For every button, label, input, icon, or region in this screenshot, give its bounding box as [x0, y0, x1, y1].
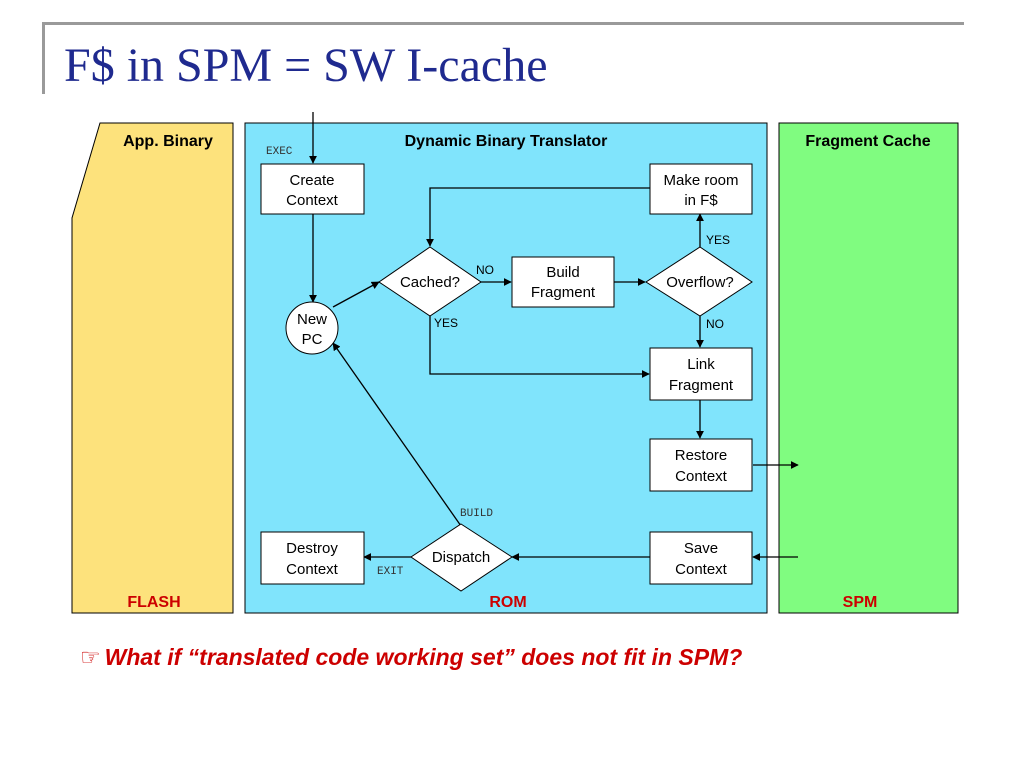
build-fragment-label-1: Build — [546, 264, 579, 281]
exec-label: EXEC — [266, 146, 293, 158]
build-fragment-label-2: Fragment — [531, 284, 596, 301]
fragment-cache-panel — [778, 122, 959, 614]
cached-yes-label: YES — [434, 316, 458, 330]
bullet-question: ☞What if “translated code working set” d… — [80, 644, 742, 671]
spm-label: SPM — [843, 594, 878, 611]
save-context-label-2: Context — [675, 561, 728, 578]
cached-label: Cached? — [400, 274, 460, 291]
destroy-context-node: Destroy Context — [260, 531, 365, 585]
create-context-label-1: Create — [289, 172, 334, 189]
overflow-yes-label: YES — [706, 233, 730, 247]
overflow-decision: Overflow? — [645, 246, 753, 317]
new-pc-label-2: PC — [302, 331, 323, 348]
rom-label: ROM — [489, 594, 526, 611]
make-room-label-1: Make room — [663, 172, 738, 189]
cached-decision: Cached? — [378, 246, 482, 317]
flash-label: FLASH — [127, 594, 180, 611]
link-fragment-node: Link Fragment — [649, 347, 753, 401]
make-room-node: Make room in F$ — [649, 163, 753, 215]
edge-newpc-cached — [332, 281, 380, 308]
new-pc-node: New PC — [285, 301, 339, 355]
restore-context-label-1: Restore — [675, 447, 728, 464]
overflow-label: Overflow? — [666, 274, 734, 291]
new-pc-label-1: New — [297, 311, 327, 328]
title-decor-horizontal-line — [42, 22, 964, 25]
destroy-context-label-2: Context — [286, 561, 339, 578]
bullet-text: What if “translated code working set” do… — [104, 644, 743, 670]
save-context-label-1: Save — [684, 540, 718, 557]
edge-cached-link — [429, 316, 650, 378]
create-context-label-2: Context — [286, 192, 339, 209]
app-binary-panel — [71, 122, 234, 614]
dbt-header: Dynamic Binary Translator — [405, 133, 608, 150]
fragment-cache-header: Fragment Cache — [805, 133, 930, 150]
build-label: BUILD — [460, 508, 493, 520]
edge-dispatch-newpc — [332, 342, 462, 527]
title-decor-vertical-line — [42, 22, 45, 94]
restore-context-label-2: Context — [675, 468, 728, 485]
make-room-label-2: in F$ — [684, 192, 718, 209]
build-fragment-node: Build Fragment — [511, 256, 615, 308]
app-binary-header: App. Binary — [123, 133, 213, 150]
pointing-hand-icon: ☞ — [80, 644, 101, 670]
exit-label: EXIT — [377, 566, 404, 578]
overflow-no-label: NO — [706, 317, 724, 331]
edge-makeroom-cached — [426, 187, 650, 247]
restore-context-node: Restore Context — [649, 438, 753, 492]
create-context-node: Create Context — [260, 163, 365, 215]
link-fragment-label-1: Link — [687, 356, 715, 373]
link-fragment-label-2: Fragment — [669, 377, 734, 394]
save-context-node: Save Context — [649, 531, 753, 585]
dispatch-decision: Dispatch — [410, 523, 513, 592]
slide-title: F$ in SPM = SW I-cache — [64, 39, 548, 92]
destroy-context-label-1: Destroy — [286, 540, 338, 557]
cached-no-label: NO — [476, 263, 494, 277]
dispatch-label: Dispatch — [432, 549, 490, 566]
